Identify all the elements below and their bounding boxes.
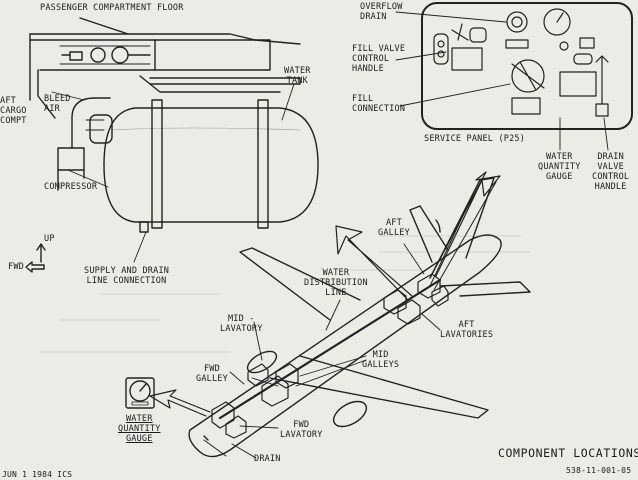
date-stamp: JUN 1 1984 ICS <box>2 470 73 479</box>
compressor-label: COMPRESSOR <box>44 182 98 192</box>
compressor <box>57 97 113 191</box>
service-panel-frame <box>421 2 633 130</box>
fwd-arrow-icon <box>25 261 45 273</box>
service-panel-components <box>433 8 609 117</box>
service-panel-label: SERVICE PANEL (P25) <box>424 134 526 144</box>
water-tank <box>103 99 319 233</box>
airplane-outline <box>188 177 531 458</box>
up-label: UP <box>44 234 55 244</box>
drain-label: DRAIN <box>254 454 281 464</box>
up-arrow-icon <box>36 243 46 263</box>
view-arrows <box>149 171 501 417</box>
fwd-gauge-icon <box>125 377 155 409</box>
passenger-floor-structure <box>29 17 301 119</box>
passenger-floor-label: PASSENGER COMPARTMENT FLOOR <box>40 3 184 13</box>
document-number: 538-11-001-05 <box>566 466 632 475</box>
diagram-title: COMPONENT LOCATIONS <box>498 446 638 460</box>
fwd-label: FWD <box>8 262 24 272</box>
mid-lavatory-label: MID -LAVATORY <box>220 314 263 334</box>
